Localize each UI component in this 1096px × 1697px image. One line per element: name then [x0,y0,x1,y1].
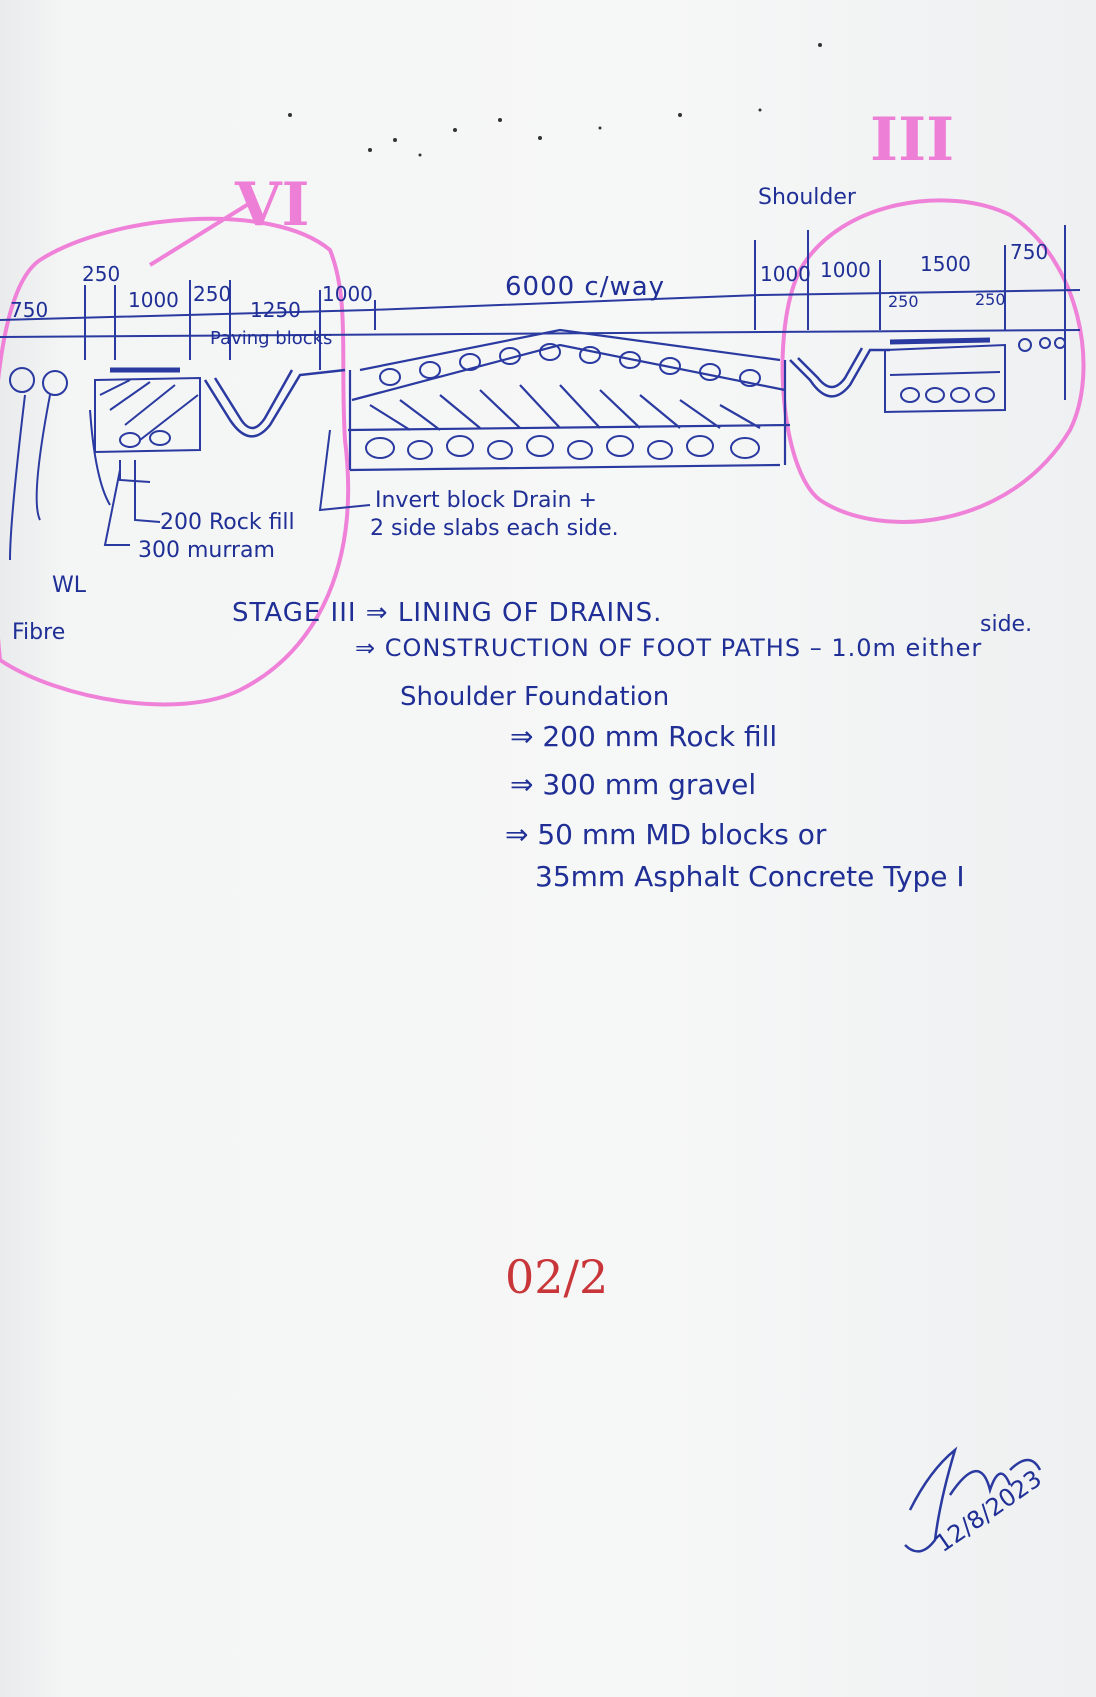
dim-right-5: 250 [888,292,919,311]
right-footpath [884,337,1066,414]
dim-left-4: 250 [193,282,232,306]
page-number: 02/2 [505,1250,609,1304]
stage-three-heading: STAGE III ⇒ LINING OF DRAINS. [232,598,663,628]
signature-initials [948,1458,1042,1496]
dim-left-2: 250 [82,262,121,286]
footpath-note: ⇒ CONSTRUCTION OF FOOT PATHS – 1.0m eith… [355,634,983,662]
fibre-label: Fibre [12,620,66,645]
rock-fill-stones [365,343,761,460]
shoulder-foundation-heading: Shoulder Foundation [400,682,670,712]
carriageway-label: 6000 c/way [505,272,666,302]
spec-md-blocks: ⇒ 50 mm MD blocks or [505,818,827,851]
footpath-note-side: side. [980,612,1033,637]
rock-fill-label: 200 Rock fill [160,510,295,535]
invert-drain-label: Invert block Drain + [375,488,597,513]
shoulder-label: Shoulder [758,185,856,210]
murram-label: 300 murram [138,538,275,563]
dim-right-1: 1000 [760,262,811,286]
carriageway-layers [347,328,791,472]
pink-slash [148,198,257,267]
leader-lines [103,429,371,546]
wl-label: WL [52,573,87,598]
left-drain [203,368,346,438]
dim-left-6: 1000 [322,282,373,306]
spec-asphalt: 35mm Asphalt Concrete Type I [535,860,965,893]
side-slabs-label: 2 side slabs each side. [370,516,619,541]
ink-specks [288,43,822,157]
dim-right-4: 750 [1010,240,1049,264]
dim-left-3: 1000 [128,288,179,312]
paving-blocks-label: Paving blocks [210,328,333,349]
signature-scribble [904,1446,958,1553]
left-services [9,367,151,561]
spec-gravel: ⇒ 300 mm gravel [510,768,757,801]
left-footpath [94,367,201,454]
dim-right-6: 250 [975,290,1006,309]
dim-right-2: 1000 [820,258,871,282]
right-drain [789,347,890,398]
dim-left-1: 750 [10,298,49,322]
highlight-circle-right [780,198,1086,524]
spec-rock-fill: ⇒ 200 mm Rock fill [510,720,778,753]
stage-label-right: III [870,105,955,175]
dim-left-5: 1250 [250,298,301,322]
highlight-circle-left [0,216,350,707]
dim-right-3: 1500 [920,252,971,276]
stage-label-left: VI [235,170,310,240]
